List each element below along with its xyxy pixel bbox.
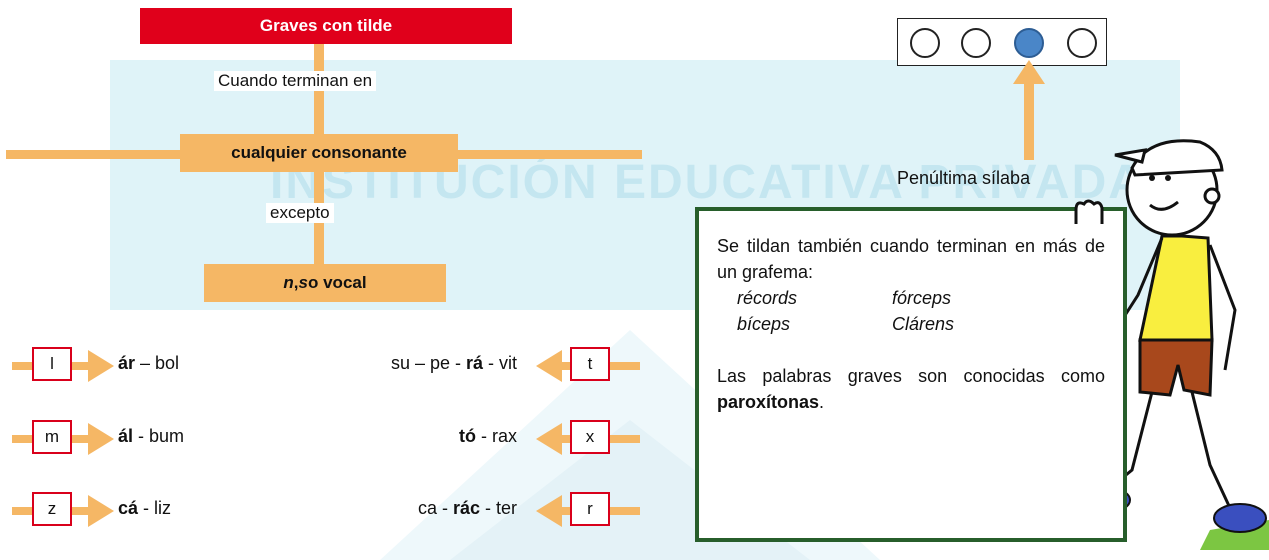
syllable-circle: [1067, 28, 1097, 58]
row-connector: [560, 507, 574, 515]
arrow-left-icon: [536, 423, 562, 455]
exception-comma: ,: [293, 273, 299, 292]
note-text-2: Las palabras graves son conocidas como p…: [717, 366, 1105, 412]
ending-letter: x: [570, 420, 610, 454]
row-connector: [72, 435, 90, 443]
note-example-word: fórceps: [892, 288, 952, 308]
row-connector: [610, 435, 640, 443]
ending-letter: m: [32, 420, 72, 454]
note-term: paroxítonas: [717, 392, 820, 412]
note-text-1: Se tildan también cuando terminan en más…: [717, 236, 1105, 282]
example-word: su – pe - rá - vit: [390, 353, 517, 373]
label-except: excepto: [266, 203, 334, 223]
hand-icon: [1074, 199, 1104, 224]
exception-s: s: [298, 273, 308, 292]
box-exception: n, s o vocal: [204, 264, 446, 302]
ending-letter: l: [32, 347, 72, 381]
arrow-right-icon: [88, 350, 114, 382]
note-examples: récords fórceps bíceps Clárens: [717, 285, 1105, 337]
syllable-indicator: [897, 18, 1107, 66]
ending-letter: r: [570, 492, 610, 526]
row-connector: [72, 362, 90, 370]
note-example-word: récords: [737, 288, 798, 308]
diagram-title: Graves con tilde: [140, 8, 512, 44]
arrow-left-icon: [536, 495, 562, 527]
example-word: ca - rác - ter: [417, 498, 517, 518]
ending-letter: t: [570, 347, 610, 381]
exception-n: n: [283, 273, 294, 292]
row-connector: [12, 362, 32, 370]
label-when: Cuando terminan en: [214, 71, 377, 91]
ending-letter: z: [32, 492, 72, 526]
example-word: ár – bol: [118, 353, 180, 373]
syllable-circle-active: [1014, 28, 1044, 58]
row-connector: [560, 435, 574, 443]
note-box: Se tildan también cuando terminan en más…: [695, 207, 1127, 542]
row-connector: [610, 362, 640, 370]
syllable-circle: [961, 28, 991, 58]
note-example-word: bíceps: [737, 314, 791, 334]
pointer-stem: [1024, 82, 1034, 160]
arrow-up-icon: [1013, 60, 1045, 84]
exception-rest: o vocal: [308, 273, 367, 292]
example-word: cá - liz: [118, 498, 172, 518]
arrow-right-icon: [88, 423, 114, 455]
arrow-left-icon: [536, 350, 562, 382]
example-word: ál - bum: [118, 426, 185, 446]
cartoon-boy: [1069, 139, 1269, 550]
penultimate-label: Penúltima sílaba: [897, 168, 1031, 188]
arrow-right-icon: [88, 495, 114, 527]
row-connector: [12, 435, 32, 443]
row-connector: [12, 507, 32, 515]
example-word: tó - rax: [458, 426, 517, 446]
row-connector: [610, 507, 640, 515]
syllable-circle: [910, 28, 940, 58]
box-consonant: cualquier consonante: [180, 134, 458, 172]
note-example-word: Clárens: [892, 314, 955, 334]
row-connector: [560, 362, 574, 370]
row-connector: [72, 507, 90, 515]
